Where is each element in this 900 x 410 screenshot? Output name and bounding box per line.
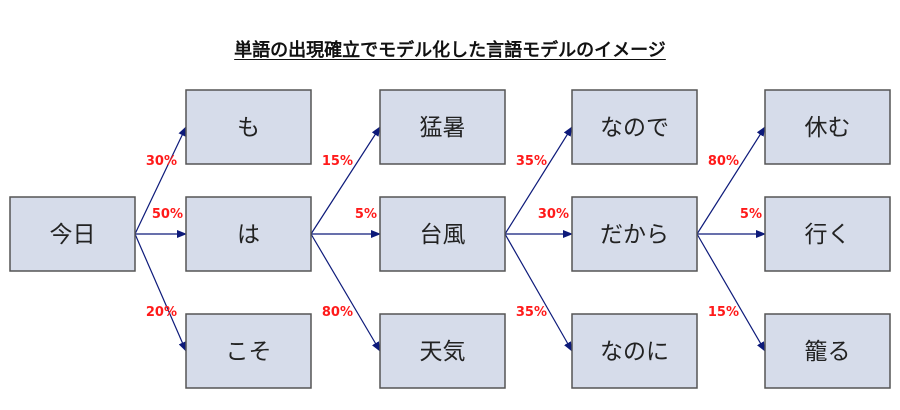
word-text: 行く: [805, 222, 851, 248]
transition-arrow: [696, 126, 766, 235]
word-text: も: [237, 115, 260, 141]
word-box: [571, 196, 698, 272]
transition-arrow: [134, 233, 187, 352]
word-node: だから: [571, 196, 698, 272]
word-box: [185, 89, 312, 165]
word-node: は: [185, 196, 312, 272]
probability-label: 35%: [516, 305, 547, 320]
word-text: は: [237, 222, 260, 248]
probability-label: 50%: [152, 207, 183, 222]
probability-label: 20%: [146, 305, 177, 320]
word-node: 籠る: [764, 313, 891, 389]
word-text: 猛暑: [420, 115, 466, 141]
word-box: [571, 89, 698, 165]
word-box: [379, 313, 506, 389]
word-box: [764, 313, 891, 389]
diagram-title: 単語の出現確立でモデル化した言語モデルのイメージ: [234, 40, 666, 61]
word-box: [764, 89, 891, 165]
word-box: [764, 196, 891, 272]
word-node: 休む: [764, 89, 891, 165]
transition-arrow: [696, 233, 766, 352]
word-text: なのに: [600, 339, 669, 365]
transition-arrow: [310, 233, 381, 352]
word-node: 猛暑: [379, 89, 506, 165]
word-node: 行く: [764, 196, 891, 272]
probability-label: 80%: [322, 305, 353, 320]
transition-arrow: [504, 126, 573, 235]
transition-arrow: [504, 233, 573, 352]
word-node: なのに: [571, 313, 698, 389]
word-node: 今日: [9, 196, 136, 272]
word-box: [9, 196, 136, 272]
probability-label: 15%: [322, 154, 353, 169]
probability-label: 80%: [708, 154, 739, 169]
probability-label: 35%: [516, 154, 547, 169]
word-node: こそ: [185, 313, 312, 389]
word-box: [379, 89, 506, 165]
probability-label: 5%: [740, 207, 762, 222]
probability-label: 15%: [708, 305, 739, 320]
probability-label: 30%: [538, 207, 569, 222]
word-text: こそ: [226, 339, 272, 365]
word-node: 天気: [379, 313, 506, 389]
word-text: なので: [600, 115, 669, 141]
word-box: [379, 196, 506, 272]
word-text: 休む: [805, 115, 851, 141]
word-text: 今日: [50, 222, 96, 248]
word-box: [185, 196, 312, 272]
word-text: だから: [600, 222, 669, 248]
word-node: なので: [571, 89, 698, 165]
word-text: 台風: [420, 222, 466, 248]
word-text: 籠る: [805, 339, 851, 365]
probability-label: 5%: [355, 207, 377, 222]
word-node: 台風: [379, 196, 506, 272]
transition-arrow: [134, 126, 187, 235]
word-text: 天気: [420, 339, 466, 365]
probability-label: 30%: [146, 154, 177, 169]
word-box: [185, 313, 312, 389]
word-box: [571, 313, 698, 389]
word-node: も: [185, 89, 312, 165]
transition-arrow: [310, 126, 381, 235]
